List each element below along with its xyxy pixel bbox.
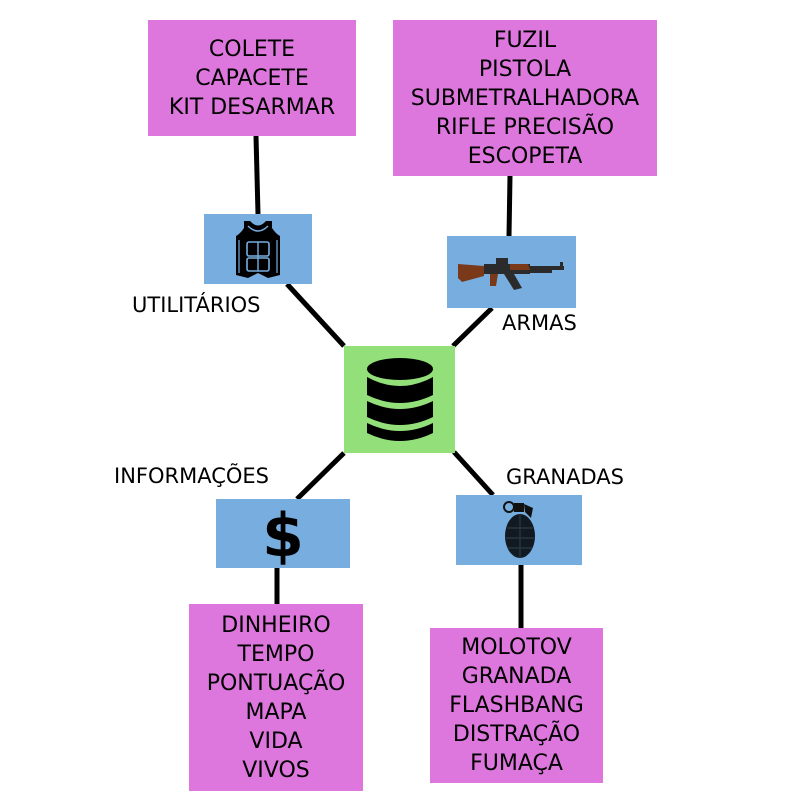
utilitarios-node — [204, 214, 312, 284]
list-item: VIDA — [249, 728, 303, 754]
category-label-informacoes: INFORMAÇÕES — [114, 464, 270, 488]
list-item: COLETE — [208, 36, 296, 62]
list-item: MOLOTOV — [461, 635, 572, 660]
informacoes-node: $ — [216, 499, 350, 568]
list-item: CAPACETE — [195, 65, 309, 91]
svg-text:$: $ — [262, 503, 304, 565]
grenade-icon — [503, 501, 535, 558]
list-item: VIVOS — [242, 757, 310, 783]
list-item: GRANADA — [461, 664, 572, 689]
category-label-utilitarios: UTILITÁRIOS — [132, 293, 261, 317]
armas-items-box: FUZIL PISTOLA SUBMETRALHADORA RIFLE PREC… — [393, 20, 657, 176]
list-item: DISTRAÇÃO — [452, 722, 581, 747]
list-item: MAPA — [245, 699, 307, 725]
list-item: FUMAÇA — [470, 751, 563, 776]
granadas-node — [456, 495, 582, 565]
list-item: KIT DESARMAR — [168, 94, 336, 120]
utilitarios-items-box: COLETE CAPACETE KIT DESARMAR — [148, 20, 356, 136]
connector-utilitarios-items — [253, 135, 261, 215]
informacoes-items-box: DINHEIRO TEMPO PONTUAÇÃO MAPA VIDA VIVOS — [189, 604, 363, 791]
category-label-granadas: GRANADAS — [506, 465, 624, 489]
category-label-armas: ARMAS — [502, 311, 577, 335]
connector-center-granadas — [452, 450, 495, 497]
connector-center-utilitarios — [285, 282, 346, 348]
list-item: FUZIL — [493, 27, 557, 53]
vest-icon — [236, 221, 280, 278]
list-item: PISTOLA — [478, 56, 572, 82]
center-database-node — [344, 346, 455, 453]
dollar-icon: $ — [262, 503, 304, 565]
connector-center-armas — [451, 306, 494, 348]
list-item: DINHEIRO — [221, 612, 331, 638]
connector-center-informacoes — [295, 451, 346, 501]
list-item: ESCOPETA — [467, 143, 583, 169]
rifle-icon — [457, 258, 564, 290]
database-icon — [366, 357, 433, 441]
connector-armas-items — [506, 175, 513, 237]
armas-node — [447, 236, 576, 308]
granadas-items-box: MOLOTOV GRANADA FLASHBANG DISTRAÇÃO FUMA… — [430, 628, 603, 783]
list-item: PONTUAÇÃO — [206, 670, 346, 696]
list-item: RIFLE PRECISÃO — [435, 114, 615, 140]
list-item: FLASHBANG — [449, 693, 584, 718]
list-item: SUBMETRALHADORA — [410, 85, 640, 111]
list-item: TEMPO — [237, 641, 315, 667]
